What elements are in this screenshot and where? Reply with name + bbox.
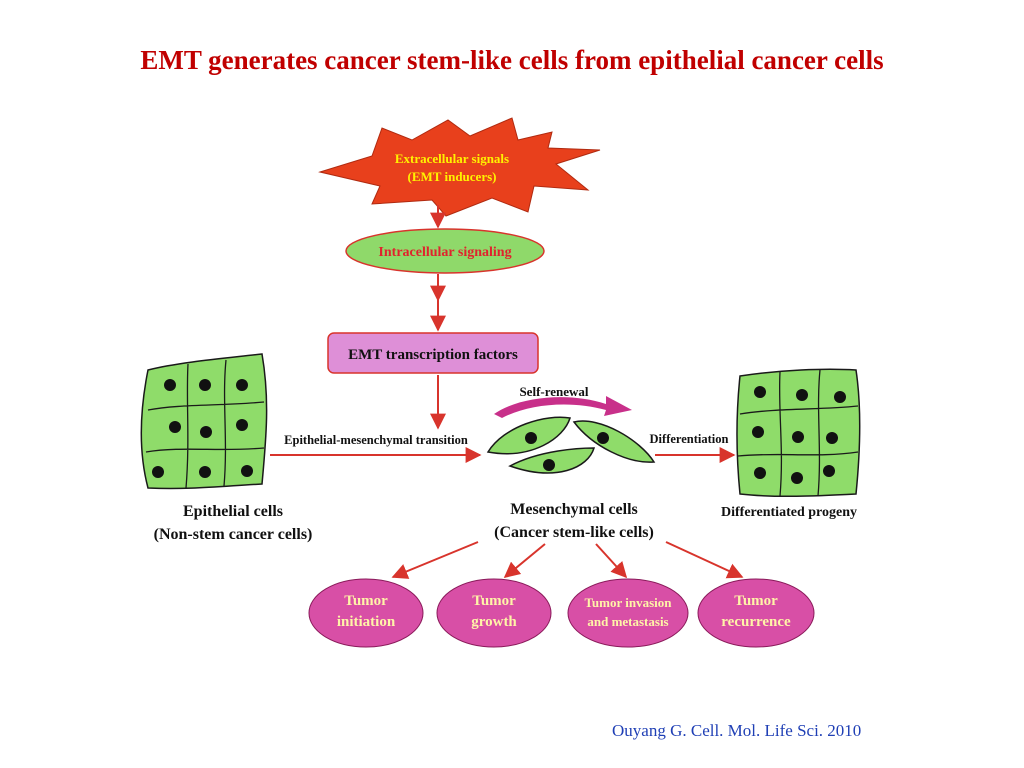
epithelial-cells-label: Epithelial cells [183,503,283,520]
emt-inducers-label: (EMT inducers) [408,169,497,184]
arrow-to-tumor-initiation [391,541,479,579]
self-renewal-label: Self-renewal [519,384,588,399]
arrow-to-tumor-invasion [595,543,628,579]
outcome-tumor-recurrence: Tumor recurrence [697,578,815,648]
outcome-line1: Tumor [344,593,388,609]
intracellular-signaling-node [345,228,545,274]
outcome-line1: Tumor [472,593,516,609]
emt-transcription-factors-node [327,332,539,374]
differentiated-progeny-label: Differentiated progeny [721,505,857,520]
self-renewal-arrow [494,396,632,418]
citation: Ouyang G. Cell. Mol. Life Sci. 2010 [612,721,862,740]
outcome-line1: Tumor invasion [584,595,672,610]
arrow-to-tumor-recurrence [665,541,744,579]
epithelial-cells-cluster [140,353,268,490]
outcome-tumor-initiation: Tumor initiation [308,578,424,648]
differentiated-progeny-cluster [736,368,861,498]
emt-transcription-factors-label: EMT transcription factors [348,347,518,363]
outcome-line2: growth [471,614,517,630]
emt-label: Epithelial-mesenchymal transition [284,433,468,447]
outcome-line2: initiation [337,614,396,630]
page-title: EMT generates cancer stem-like cells fro… [140,45,884,75]
cancer-stem-like-cells-label: (Cancer stem-like cells) [494,524,654,541]
outcome-line2: recurrence [721,614,791,630]
arrow-to-tumor-growth [503,543,546,579]
extracellular-signals-label: Extracellular signals [395,151,509,166]
mesenchymal-cells-label: Mesenchymal cells [510,501,638,518]
non-stem-cancer-cells-label: (Non-stem cancer cells) [154,526,313,543]
outcome-line1: Tumor [734,593,778,609]
intracellular-signaling-label: Intracellular signaling [378,245,511,260]
differentiation-label: Differentiation [650,432,729,446]
outcome-line2: and metastasis [587,614,668,629]
outcome-tumor-invasion-metastasis: Tumor invasion and metastasis [567,578,689,648]
mesenchymal-cells-cluster [486,416,656,474]
extracellular-signals-burst [318,117,601,217]
outcome-tumor-growth: Tumor growth [436,578,552,648]
